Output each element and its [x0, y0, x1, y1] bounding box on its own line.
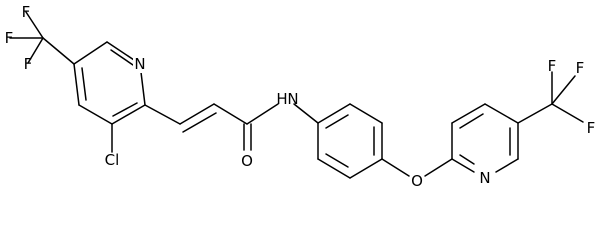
atom-h-amide: H [276, 90, 287, 108]
benzene-ring-bonds [317, 103, 383, 179]
atom-o-ether: O [411, 172, 423, 190]
atom-f-right-top-a: F [548, 57, 557, 75]
right-pyridine-ring-bonds [451, 103, 519, 173]
atom-cl: Cl [105, 151, 120, 169]
atom-f-left-bottom: F [24, 55, 33, 73]
right-cf3-bonds [517, 71, 584, 124]
ether-bonds [381, 158, 453, 177]
atom-o-carbonyl: O [241, 152, 253, 170]
atom-labels: F F F N Cl O N H O N F F F [5, 3, 596, 190]
atom-f-left-mid: F [5, 29, 14, 47]
atom-f-right-top-b: F [576, 59, 585, 77]
chemical-structure-diagram: F F F N Cl O N H O N F F F [5, 3, 596, 190]
atom-n-amide: N [287, 90, 298, 108]
atom-f-left-top: F [22, 3, 31, 21]
atom-n-right-ring: N [479, 169, 490, 187]
atom-f-right-side: F [587, 119, 596, 137]
left-cf3-bonds [9, 11, 75, 65]
acrylamide-linker-bonds [144, 103, 319, 151]
atom-n-left-ring: N [134, 55, 145, 73]
